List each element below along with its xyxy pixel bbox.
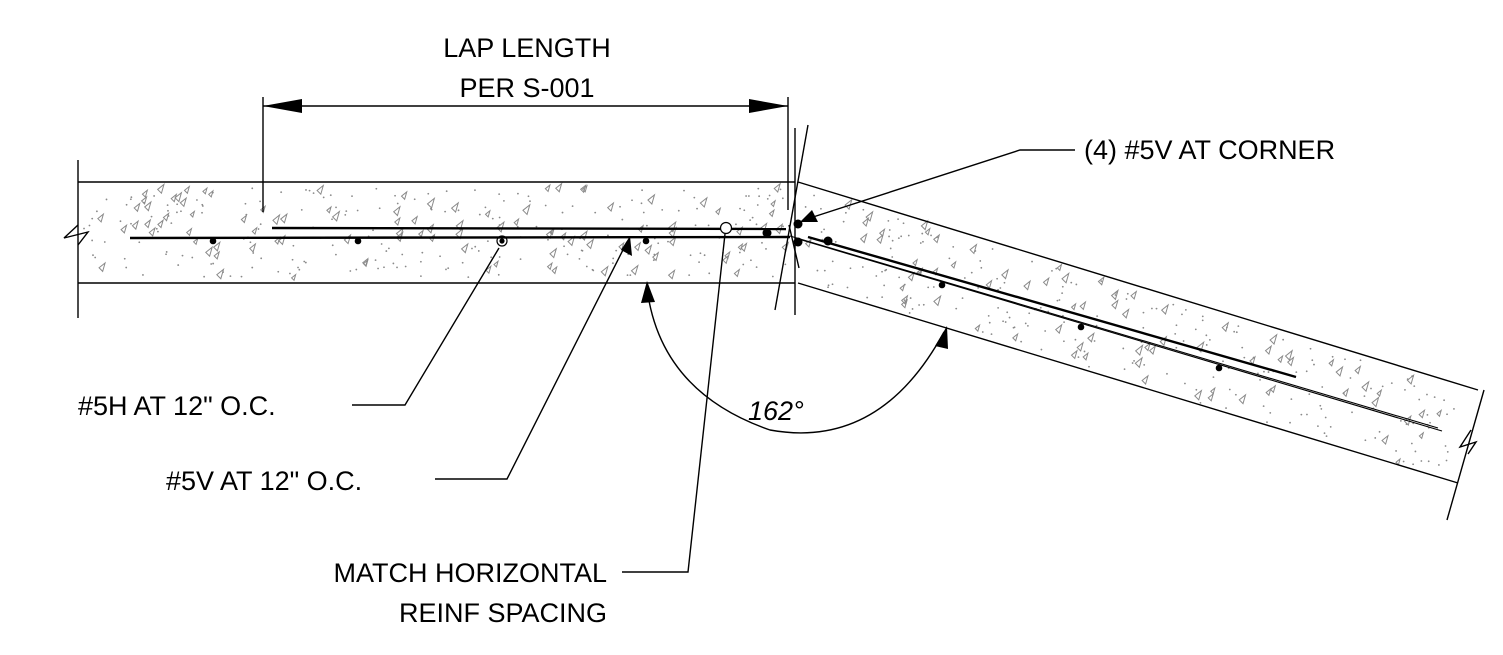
lap-length-dimension: LAP LENGTH PER S-001 [262, 33, 789, 212]
angle-arrow-right [935, 326, 948, 349]
right-wall [797, 181, 1485, 521]
match-callout-line-2: REINF SPACING [399, 598, 607, 628]
left-wall [63, 160, 795, 318]
dim-arrow-left [263, 99, 302, 113]
right-outer-bar [789, 235, 1439, 429]
angle-indicator: 162° [641, 281, 948, 434]
vertical-bar-callout-text: #5V AT 12" O.C. [166, 466, 362, 496]
dim-arrow-right [749, 99, 788, 113]
right-inner-bar [807, 235, 1297, 379]
right-break-line [1458, 429, 1478, 455]
horizontal-bar-callout: #5H AT 12" O.C. [78, 247, 500, 421]
horizontal-bar-callout-text: #5H AT 12" O.C. [78, 391, 276, 421]
rebar-dots [209, 219, 1223, 372]
corner-callout-text: (4) #5V AT CORNER [1084, 135, 1335, 165]
match-spacing-callout: MATCH HORIZONTAL REINF SPACING [334, 233, 726, 628]
vertical-bar-callout: #5V AT 12" O.C. [166, 236, 632, 496]
dimension-line-2: PER S-001 [459, 73, 594, 103]
lap-bar [271, 226, 787, 231]
left-break-line [63, 224, 90, 246]
angle-arrow-left [641, 281, 655, 303]
corner-callout: (4) #5V AT CORNER [800, 135, 1335, 222]
match-callout-line-1: MATCH HORIZONTAL [334, 558, 608, 588]
dimension-line-1: LAP LENGTH [443, 33, 611, 63]
angle-label: 162° [748, 396, 804, 426]
left-outer-bar [129, 235, 791, 240]
reinforcement-bars [129, 226, 1443, 432]
